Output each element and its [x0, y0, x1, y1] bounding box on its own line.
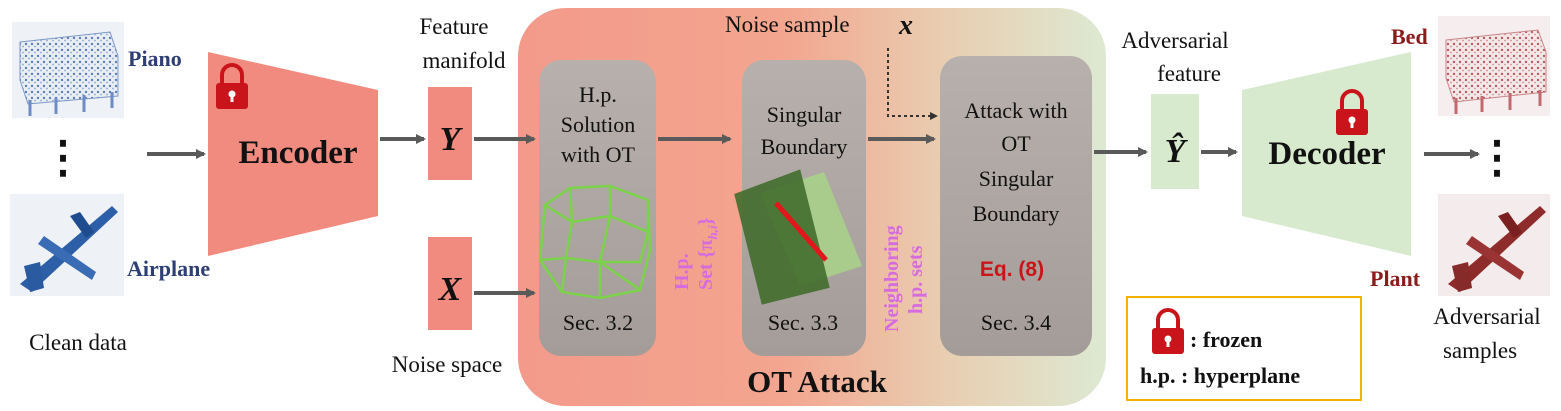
hyperplane-polygon-mesh	[538, 184, 652, 300]
airplane-sample-image	[10, 194, 124, 296]
adversarial-title-line1: Adversarial	[1121, 28, 1228, 53]
feature-y-symbol: Y	[440, 121, 464, 158]
bed-label: Bed	[1391, 24, 1428, 49]
lock-icon	[1336, 89, 1368, 135]
singular-boundary-box: Singular Boundary Sec. 3.3	[734, 60, 866, 356]
hp-set-line2: Set {πh,i}	[695, 217, 720, 290]
singular-boundary-line1: Singular	[767, 102, 842, 127]
noise-sample-label: Noise sample	[725, 12, 850, 37]
noise-space: X Noise space	[392, 237, 503, 377]
attack-equation-ref: Eq. (8)	[980, 258, 1044, 281]
hp-set-line1: H.p.	[671, 253, 693, 290]
piano-label: Piano	[128, 46, 182, 71]
hp-solution-line2: Solution	[561, 112, 636, 137]
output-ellipsis: ⋮	[1475, 133, 1519, 182]
legend-box: : frozen h.p. : hyperplane	[1126, 296, 1362, 401]
encoder-block: Encoder	[208, 52, 378, 256]
bed-sample-image	[1438, 16, 1550, 116]
attack-line1: Attack with	[964, 98, 1067, 123]
attack-line3: Singular	[979, 166, 1054, 191]
lock-icon	[216, 63, 248, 109]
attack-box: Attack with OT Singular Boundary Eq. (8)…	[940, 56, 1092, 356]
lock-icon	[1152, 308, 1184, 354]
attack-line2: OT	[1001, 131, 1031, 156]
plant-sample-image	[1438, 194, 1550, 296]
plant-label: Plant	[1370, 266, 1421, 291]
input-ellipsis: ⋮	[41, 133, 85, 182]
ot-attack-panel: OT Attack Noise sample x H.p. Solution w…	[474, 8, 1106, 406]
neighboring-hp-sets-label: Neighboring h.p. sets	[881, 225, 927, 332]
noise-x-symbol: X	[438, 271, 463, 308]
neighboring-line1: Neighboring	[881, 225, 903, 332]
singular-boundary-section: Sec. 3.3	[768, 310, 838, 335]
noise-sample-variable: x	[898, 10, 913, 41]
adversarial-samples-caption-line1: Adversarial	[1433, 304, 1540, 329]
legend-hyperplane: h.p. : hyperplane	[1140, 363, 1300, 388]
adversarial-samples-column: Bed ⋮ Plant Adversarial samples	[1370, 16, 1550, 363]
hp-solution-line1: H.p.	[579, 82, 617, 107]
clean-data-caption: Clean data	[29, 330, 127, 355]
dotted-arrow-noise-to-attack	[887, 48, 938, 120]
decoder-label: Decoder	[1268, 136, 1385, 172]
attack-line4: Boundary	[973, 201, 1060, 226]
adversarial-title-line2: feature	[1157, 61, 1221, 86]
encoder-label: Encoder	[238, 135, 357, 171]
adversarial-y-symbol: Ŷ	[1165, 132, 1189, 170]
decoder-block: Decoder	[1242, 52, 1411, 256]
clean-data-column: Piano ⋮ Airplane Clean data	[10, 22, 210, 355]
hp-solution-box: H.p. Solution with OT Sec. 3.2	[538, 60, 656, 356]
hp-solution-section: Sec. 3.2	[563, 310, 633, 335]
legend-frozen: : frozen	[1190, 327, 1262, 352]
neighboring-line2: h.p. sets	[905, 245, 927, 314]
feature-title-line2: manifold	[422, 48, 506, 73]
piano-sample-image	[12, 22, 124, 118]
hp-set-label: H.p. Set {πh,i}	[671, 217, 720, 290]
decoder-trapezoid	[1242, 52, 1411, 256]
attack-section: Sec. 3.4	[981, 310, 1051, 335]
singular-boundary-line2: Boundary	[761, 134, 848, 159]
noise-space-caption: Noise space	[392, 352, 503, 377]
adversarial-feature: Adversarial feature Ŷ	[1121, 28, 1229, 189]
attack-box-background	[940, 56, 1092, 356]
noise-x-box	[428, 237, 472, 330]
hp-solution-line3: with OT	[561, 142, 636, 167]
dark-hyperplane-square	[734, 169, 830, 305]
adversarial-y-box	[1151, 94, 1199, 189]
feature-manifold: Feature manifold Y	[420, 14, 506, 180]
feature-title-line1: Feature	[420, 14, 489, 39]
encoder-trapezoid	[208, 52, 378, 256]
airplane-label: Airplane	[127, 256, 210, 281]
ot-attack-title: OT Attack	[747, 364, 888, 399]
feature-y-box	[428, 87, 472, 180]
singular-boundary-line	[774, 201, 828, 262]
adversarial-samples-caption-line2: samples	[1443, 338, 1517, 363]
